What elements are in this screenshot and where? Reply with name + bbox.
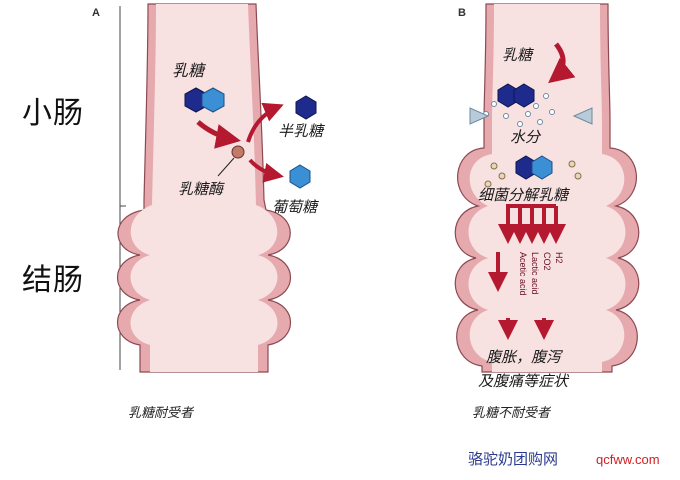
water-arrow-left [469,107,490,125]
small-intestine-label: 小肠 [22,96,84,131]
panel-b-bacteria-label: 细菌分解乳糖 [478,186,570,204]
glucose-hexagon [289,164,311,189]
lactose-light-hexagon-b1 [513,83,535,108]
panel-a-lumen [130,4,278,372]
product-acetic-acid: Acetic acid [518,252,528,296]
panel-a-arrow-down [248,158,284,183]
panel-a-caption: 乳糖耐受者 [128,406,194,421]
product-lactic-acid: Lactic acid [530,252,540,295]
bacteria-bubbles [484,160,582,188]
watermark-text: 骆驼奶团购网 [468,450,559,468]
panel-a-letter: A [92,7,100,19]
panel-a: A 乳糖 乳糖酶 半乳糖 葡萄糖 [92,3,325,373]
panel-a-lactose-label: 乳糖 [172,61,207,80]
galactose-hexagon [295,95,317,120]
fermentation-arrows [488,204,566,292]
colon-label: 结肠 [22,263,84,298]
lactose-light-hexagon-a [201,87,225,113]
product-co2: CO2 [542,252,552,271]
panel-a-arrow-to-enzyme [196,120,241,149]
panel-b-caption: 乳糖不耐受者 [472,406,551,421]
lactose-light-hexagon-b2 [531,155,553,180]
panel-b-water-label: 水分 [510,128,542,146]
panel-a-enzyme-label: 乳糖酶 [178,180,225,198]
product-h2: H2 [554,252,564,264]
panel-b-symptoms-line1: 腹胀，腹泻 [486,348,563,366]
fermentation-products: H2 CO2 Lactic acid Acetic acid [518,252,564,296]
panel-b-letter: B [458,7,466,19]
panel-a-arrow-up [246,102,284,143]
lactase-enzyme-dot [231,145,245,159]
panel-b-arrow-curve [548,42,576,84]
watermark-url: qcfww.com [596,452,660,467]
panel-a-galactose-label: 半乳糖 [278,122,325,140]
water-arrow-right [572,107,593,125]
water-bubbles [483,93,555,127]
panel-b-symptoms-line2: 及腹痛等症状 [478,372,570,390]
panel-b-lactose-label: 乳糖 [502,46,534,64]
panel-b: B 乳糖 水分 细菌分解乳糖 [454,3,640,390]
panel-a-glucose-label: 葡萄糖 [272,198,319,216]
